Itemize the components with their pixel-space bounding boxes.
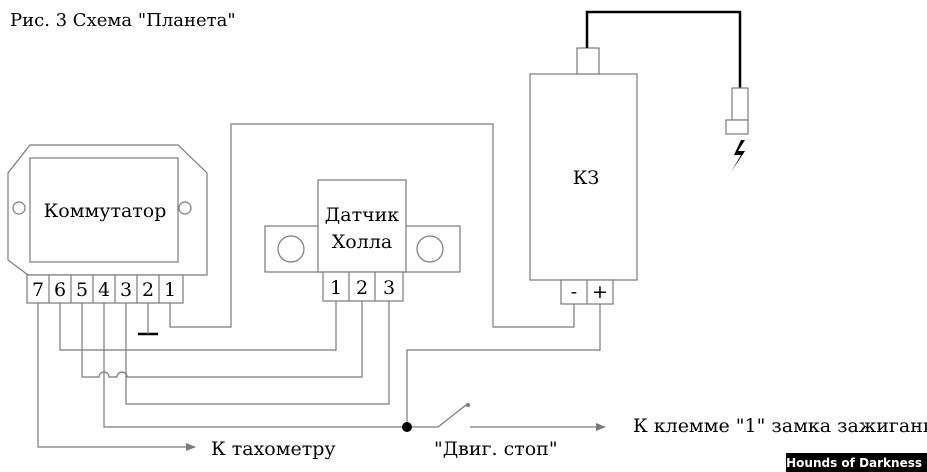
kommutator-pin-6: 6 bbox=[54, 279, 66, 301]
high-voltage-lead bbox=[585, 10, 749, 172]
ignition-coil-body bbox=[529, 73, 638, 281]
kommutator-mount-hole-left bbox=[12, 201, 26, 215]
kommutator-pin-1: 1 bbox=[164, 279, 176, 301]
hall-sensor-body bbox=[317, 179, 407, 273]
kommutator-pin-3: 3 bbox=[120, 279, 132, 301]
hall-sensor-label-line1: Датчик bbox=[325, 204, 400, 226]
hall-sensor-label-line2: Холла bbox=[332, 231, 392, 253]
watermark-background bbox=[786, 453, 927, 472]
kommutator-pin-2: 2 bbox=[142, 279, 154, 301]
kommutator-pin-4: 4 bbox=[98, 279, 110, 301]
hall-sensor-pin-3: 3 bbox=[383, 277, 395, 299]
label-to-ignition-lock: К клемме "1" замка зажигания bbox=[633, 415, 927, 437]
hall-sensor-connector bbox=[322, 271, 404, 302]
kommutator-block: Коммутатор 7 6 5 4 3 2 1 bbox=[7, 144, 208, 336]
hall-sensor-block: Датчик Холла 1 2 3 bbox=[264, 179, 461, 302]
hall-sensor-mount-hole-left bbox=[277, 235, 305, 263]
kommutator-pin-7: 7 bbox=[32, 279, 44, 301]
kommutator-label: Коммутатор bbox=[44, 200, 167, 222]
kommutator-mount-hole-right bbox=[178, 201, 192, 215]
ignition-coil-pin-plus: + bbox=[592, 281, 608, 303]
ignition-coil-label: КЗ bbox=[573, 167, 600, 189]
watermark-text: Hounds of Darkness bbox=[786, 456, 922, 470]
figure-title: Рис. 3 Схема "Планета" bbox=[10, 10, 236, 31]
label-engine-stop: "Двиг. стоп" bbox=[434, 438, 558, 460]
engine-stop-switch bbox=[437, 404, 467, 428]
hall-sensor-pin-2: 2 bbox=[356, 277, 368, 299]
ignition-coil-hv-terminal bbox=[576, 47, 600, 75]
spark-icon bbox=[731, 140, 745, 172]
label-to-tachometer: К тахометру bbox=[211, 438, 336, 460]
junction-dot bbox=[402, 422, 412, 432]
wires bbox=[37, 123, 606, 451]
ignition-coil-pin-minus: - bbox=[571, 281, 577, 303]
hall-sensor-mount-hole-right bbox=[416, 235, 444, 263]
spark-plug-tip bbox=[725, 119, 749, 135]
hall-sensor-pin-1: 1 bbox=[330, 277, 342, 299]
kommutator-pin-5: 5 bbox=[76, 279, 88, 301]
ignition-coil-block: КЗ - + bbox=[529, 47, 638, 305]
spark-plug-cap bbox=[731, 87, 749, 121]
kommutator-inner-panel bbox=[29, 157, 179, 263]
kommutator-connector bbox=[26, 274, 184, 304]
